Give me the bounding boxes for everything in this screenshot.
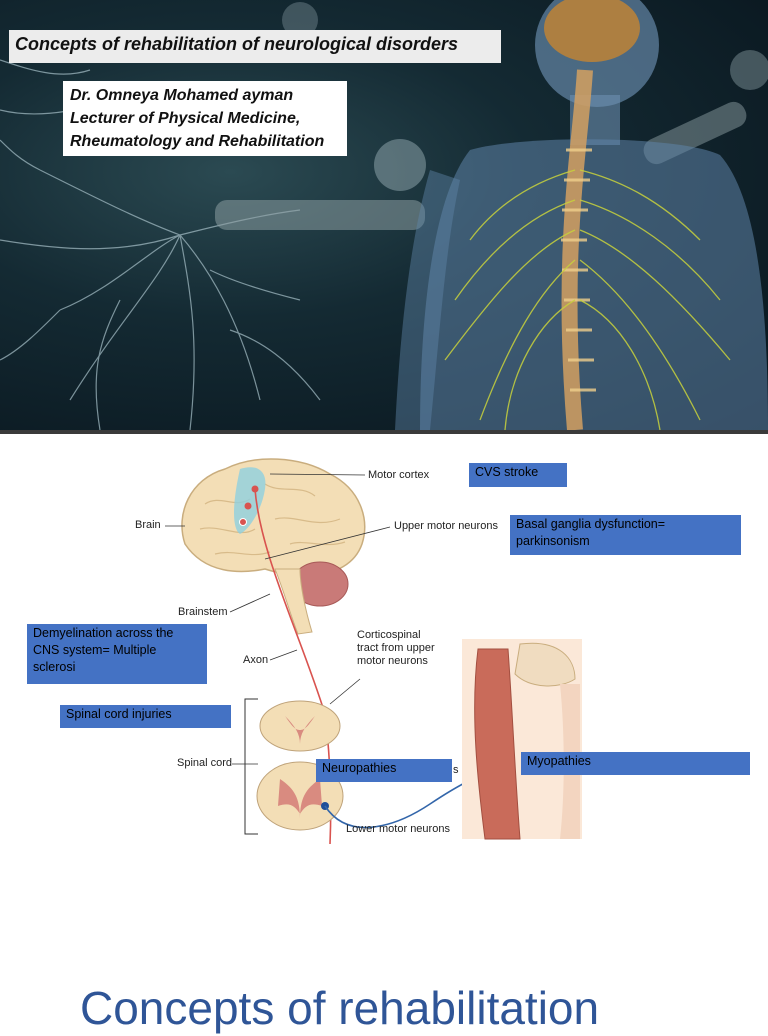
slide-divider bbox=[0, 430, 768, 434]
author-department: Rheumatology and Rehabilitation bbox=[70, 133, 325, 150]
box-neuropathies: Neuropathies bbox=[316, 759, 452, 782]
label-brain: Brain bbox=[135, 519, 161, 531]
box-basal-ganglia: Basal ganglia dysfunction= parkinsonism bbox=[510, 515, 741, 555]
nervous-system-illustration bbox=[0, 0, 768, 430]
box-spinal-cord-injuries: Spinal cord injuries bbox=[60, 705, 231, 728]
slide-2: Motor cortex Brain Upper motor neurons B… bbox=[0, 434, 768, 954]
label-brainstem: Brainstem bbox=[178, 606, 228, 618]
label-motor-cortex: Motor cortex bbox=[368, 469, 430, 481]
slide-3-title: Concepts of rehabilitation bbox=[80, 982, 600, 1034]
spinal-cord-section-upper bbox=[259, 700, 341, 752]
label-partial-s: s bbox=[453, 764, 459, 776]
box-cvs-stroke: CVS stroke bbox=[469, 463, 567, 487]
label-upper-motor-neurons: Upper motor neurons bbox=[394, 520, 498, 532]
label-corticospinal-line3: motor neurons bbox=[357, 655, 428, 667]
brain-shape bbox=[181, 458, 366, 576]
author-name: Dr. Omneya Mohamed ayman bbox=[70, 87, 294, 104]
motor-pathway-diagram bbox=[165, 458, 582, 845]
box-myopathies: Myopathies bbox=[521, 752, 750, 775]
slide-1: Concepts of rehabilitation of neurologic… bbox=[0, 0, 768, 430]
label-lower-motor-neurons: Lower motor neurons bbox=[346, 823, 450, 835]
label-corticospinal-line2: tract from upper bbox=[357, 642, 435, 654]
label-axon: Axon bbox=[243, 654, 269, 666]
presentation-title: Concepts of rehabilitation of neurologic… bbox=[9, 30, 501, 63]
label-spinal-cord: Spinal cord bbox=[177, 757, 233, 769]
label-corticospinal: Corticospinal bbox=[357, 629, 421, 641]
author-position: Lecturer of Physical Medicine, bbox=[70, 110, 301, 127]
author-box: Dr. Omneya Mohamed ayman Lecturer of Phy… bbox=[63, 81, 347, 156]
box-demyelination: Demyelination across the CNS system= Mul… bbox=[27, 624, 207, 684]
